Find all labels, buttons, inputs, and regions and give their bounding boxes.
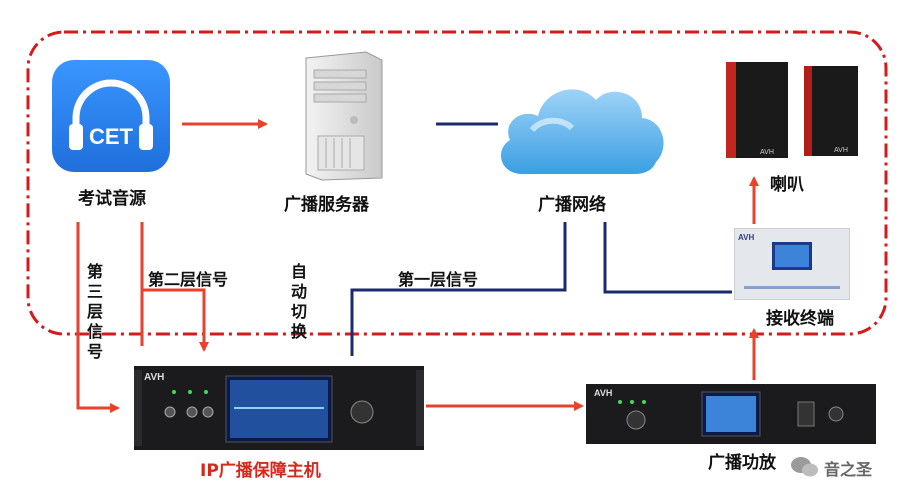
auto-switch-label: 自 动 切 换 bbox=[290, 262, 307, 341]
broadcast-network-label: 广播网络 bbox=[538, 195, 606, 215]
cet-logo-text: CET bbox=[89, 124, 133, 149]
line-network-to-receiver bbox=[603, 222, 732, 294]
network-boundary bbox=[26, 30, 888, 336]
third-layer-signal-label: 第 三 层 信 号 bbox=[86, 262, 103, 361]
speaker-icon: AVH AVH bbox=[722, 60, 862, 160]
cet-audio-source-icon: CET bbox=[52, 60, 170, 172]
server-icon bbox=[296, 50, 386, 182]
cloud-icon bbox=[492, 70, 672, 182]
svg-text:AVH: AVH bbox=[834, 147, 848, 154]
svg-text:AVH: AVH bbox=[144, 372, 164, 383]
second-layer-signal-label: 第二层信号 bbox=[148, 270, 229, 289]
arrow-third-layer bbox=[76, 222, 120, 413]
arrow-second-layer-bend bbox=[142, 288, 209, 352]
wechat-icon bbox=[791, 457, 818, 477]
svg-text:AVH: AVH bbox=[760, 149, 774, 156]
first-layer-signal-label: 第一层信号 bbox=[398, 270, 479, 289]
svg-text:AVH: AVH bbox=[594, 388, 612, 398]
amplifier-device: AVH bbox=[586, 384, 876, 444]
line-first-layer bbox=[350, 222, 567, 356]
ip-host-device: AVH bbox=[134, 366, 424, 450]
receiver-terminal-label: 接收终端 bbox=[766, 309, 834, 329]
wechat-watermark: 音之圣 bbox=[790, 452, 900, 482]
exam-audio-label: 考试音源 bbox=[78, 189, 146, 209]
svg-text:AVH: AVH bbox=[738, 233, 755, 242]
watermark-text: 音之圣 bbox=[824, 460, 873, 479]
speaker-label: 喇叭 bbox=[770, 175, 804, 195]
receiver-terminal-device: AVH bbox=[734, 228, 850, 300]
ip-host-label: IP广播保障主机 bbox=[200, 461, 321, 481]
broadcast-server-label: 广播服务器 bbox=[284, 195, 369, 215]
amplifier-label: 广播功放 bbox=[708, 453, 776, 473]
